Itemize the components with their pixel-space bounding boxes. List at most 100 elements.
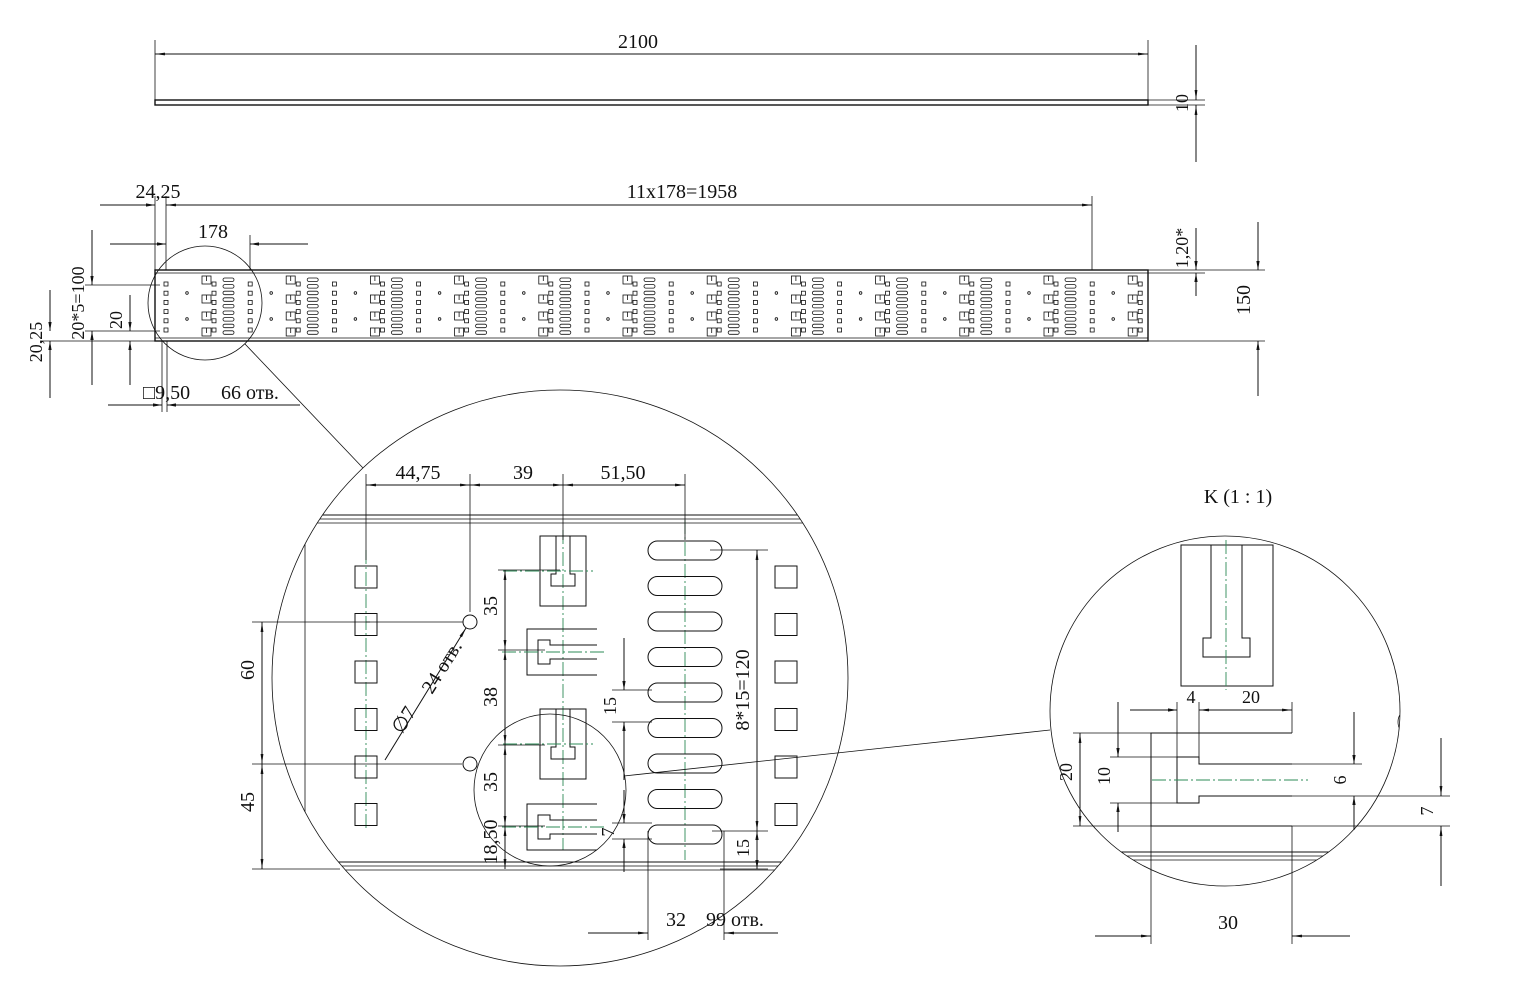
oblong-slot-mark bbox=[980, 330, 993, 335]
square-hole-mark bbox=[753, 281, 758, 287]
square-hole-mark bbox=[379, 327, 385, 333]
square-hole-mark bbox=[753, 299, 758, 305]
oblong-slot bbox=[647, 682, 723, 703]
oblong-slot-mark bbox=[896, 330, 908, 335]
dim-length: 2100 bbox=[618, 31, 658, 53]
oblong-slot-mark bbox=[812, 330, 824, 335]
oblong-slot-mark bbox=[390, 317, 403, 322]
detail-callout-circle bbox=[147, 245, 263, 361]
dim-hole-count: 66 отв. bbox=[221, 382, 279, 404]
round-hole-mark bbox=[185, 291, 189, 295]
view-k-circle bbox=[1049, 535, 1401, 887]
dim-a: 44,75 bbox=[396, 462, 441, 484]
round-hole-mark bbox=[185, 317, 189, 321]
oblong-slot-mark bbox=[1149, 285, 1160, 289]
dim-square-hole: □9,50 bbox=[143, 382, 190, 404]
dim-thickness: 10 bbox=[1172, 94, 1192, 112]
square-hole-mark bbox=[921, 290, 927, 296]
oblong-slot-mark bbox=[896, 323, 908, 329]
oblong-slot-mark bbox=[222, 284, 235, 289]
square-hole-mark bbox=[548, 327, 554, 333]
square-hole-mark bbox=[1053, 290, 1059, 296]
square-hole-mark bbox=[1089, 299, 1095, 305]
oblong-slot-mark bbox=[980, 290, 993, 296]
square-hole-mark bbox=[801, 290, 806, 296]
square-hole-mark bbox=[163, 318, 169, 324]
square-hole-mark bbox=[295, 290, 301, 296]
oblong-slot-mark bbox=[559, 323, 572, 329]
oblong-slot bbox=[647, 611, 723, 632]
oblong-slot-mark bbox=[727, 323, 740, 329]
square-hole-mark bbox=[837, 318, 842, 324]
k-dim-7: 7 bbox=[1417, 807, 1437, 816]
side-view: 2100 10 bbox=[154, 31, 1205, 162]
square-hole-mark bbox=[1005, 318, 1011, 324]
round-hole-mark bbox=[1027, 317, 1031, 321]
k-slot-vertical-outer bbox=[1180, 544, 1274, 687]
tray-bottom-outline bbox=[154, 269, 1149, 342]
dim-d: 35 bbox=[480, 596, 502, 616]
oblong-slot-mark bbox=[980, 310, 993, 315]
square-hole bbox=[774, 803, 798, 826]
square-hole-mark bbox=[416, 327, 422, 333]
dim-edge-margin: 1,20* bbox=[1172, 228, 1192, 269]
dim-slot-pitch: 15 bbox=[600, 697, 620, 715]
round-hole-mark bbox=[858, 291, 863, 295]
dim-slot-count: 99 отв. bbox=[706, 909, 764, 931]
oblong-slot bbox=[647, 789, 723, 809]
dim-b: 39 bbox=[513, 462, 533, 484]
square-hole-mark bbox=[211, 281, 217, 287]
square-hole bbox=[774, 565, 798, 589]
oblong-slot-mark bbox=[559, 297, 572, 302]
dim-slot-bottom: 15 bbox=[733, 839, 753, 857]
round-hole-mark bbox=[269, 291, 273, 295]
square-hole-mark bbox=[969, 318, 975, 324]
square-hole-mark bbox=[1089, 318, 1095, 324]
square-hole-mark bbox=[1005, 281, 1011, 287]
square-hole-mark bbox=[416, 309, 422, 315]
oblong-slot-mark bbox=[643, 317, 656, 322]
dim-slot-length: 32 bbox=[666, 909, 686, 931]
square-hole-mark bbox=[584, 299, 590, 305]
square-hole-mark bbox=[584, 318, 590, 324]
square-hole-mark bbox=[1005, 327, 1011, 333]
square-hole-mark bbox=[379, 318, 385, 324]
dim-round-hole-count: 24 отв. bbox=[418, 637, 467, 698]
square-hole-mark bbox=[716, 299, 722, 305]
dim-first-row: 20 bbox=[106, 311, 126, 329]
square-hole-mark bbox=[969, 327, 975, 333]
oblong-slot-mark bbox=[643, 290, 656, 296]
square-hole-mark bbox=[1005, 290, 1011, 296]
oblong-slot-mark bbox=[896, 290, 908, 296]
square-hole-mark bbox=[500, 281, 506, 287]
round-hole-mark bbox=[606, 317, 610, 321]
square-hole-mark bbox=[1053, 327, 1059, 333]
oblong-slot-mark bbox=[390, 297, 403, 302]
square-hole-mark bbox=[921, 299, 927, 305]
square-hole-mark bbox=[1053, 309, 1059, 315]
oblong-slot-mark bbox=[812, 297, 824, 302]
oblong-slot-mark bbox=[475, 277, 488, 282]
oblong-slot-mark bbox=[980, 284, 993, 289]
square-hole-mark bbox=[1089, 309, 1095, 315]
oblong-slot-mark bbox=[475, 330, 488, 335]
square-hole-mark bbox=[921, 327, 927, 333]
key-slot-horizontal bbox=[502, 628, 607, 676]
oblong-slot-mark bbox=[1064, 310, 1077, 315]
k-dim-6: 6 bbox=[1330, 776, 1350, 785]
oblong-slot-mark bbox=[896, 277, 908, 282]
square-hole-mark bbox=[801, 299, 806, 305]
oblong-slot-mark bbox=[390, 284, 403, 289]
oblong-slot-mark bbox=[812, 317, 824, 322]
square-hole-mark bbox=[837, 290, 842, 296]
oblong-slot-mark bbox=[475, 290, 488, 296]
square-hole-mark bbox=[247, 281, 253, 287]
square-hole-mark bbox=[548, 281, 554, 287]
key-slot-vertical bbox=[503, 535, 593, 607]
oblong-slot-mark bbox=[390, 330, 403, 335]
round-hole-mark bbox=[1027, 291, 1031, 295]
square-hole-mark bbox=[668, 318, 674, 324]
oblong-slot-mark bbox=[812, 310, 824, 315]
square-hole bbox=[354, 613, 378, 636]
square-hole bbox=[354, 660, 378, 684]
